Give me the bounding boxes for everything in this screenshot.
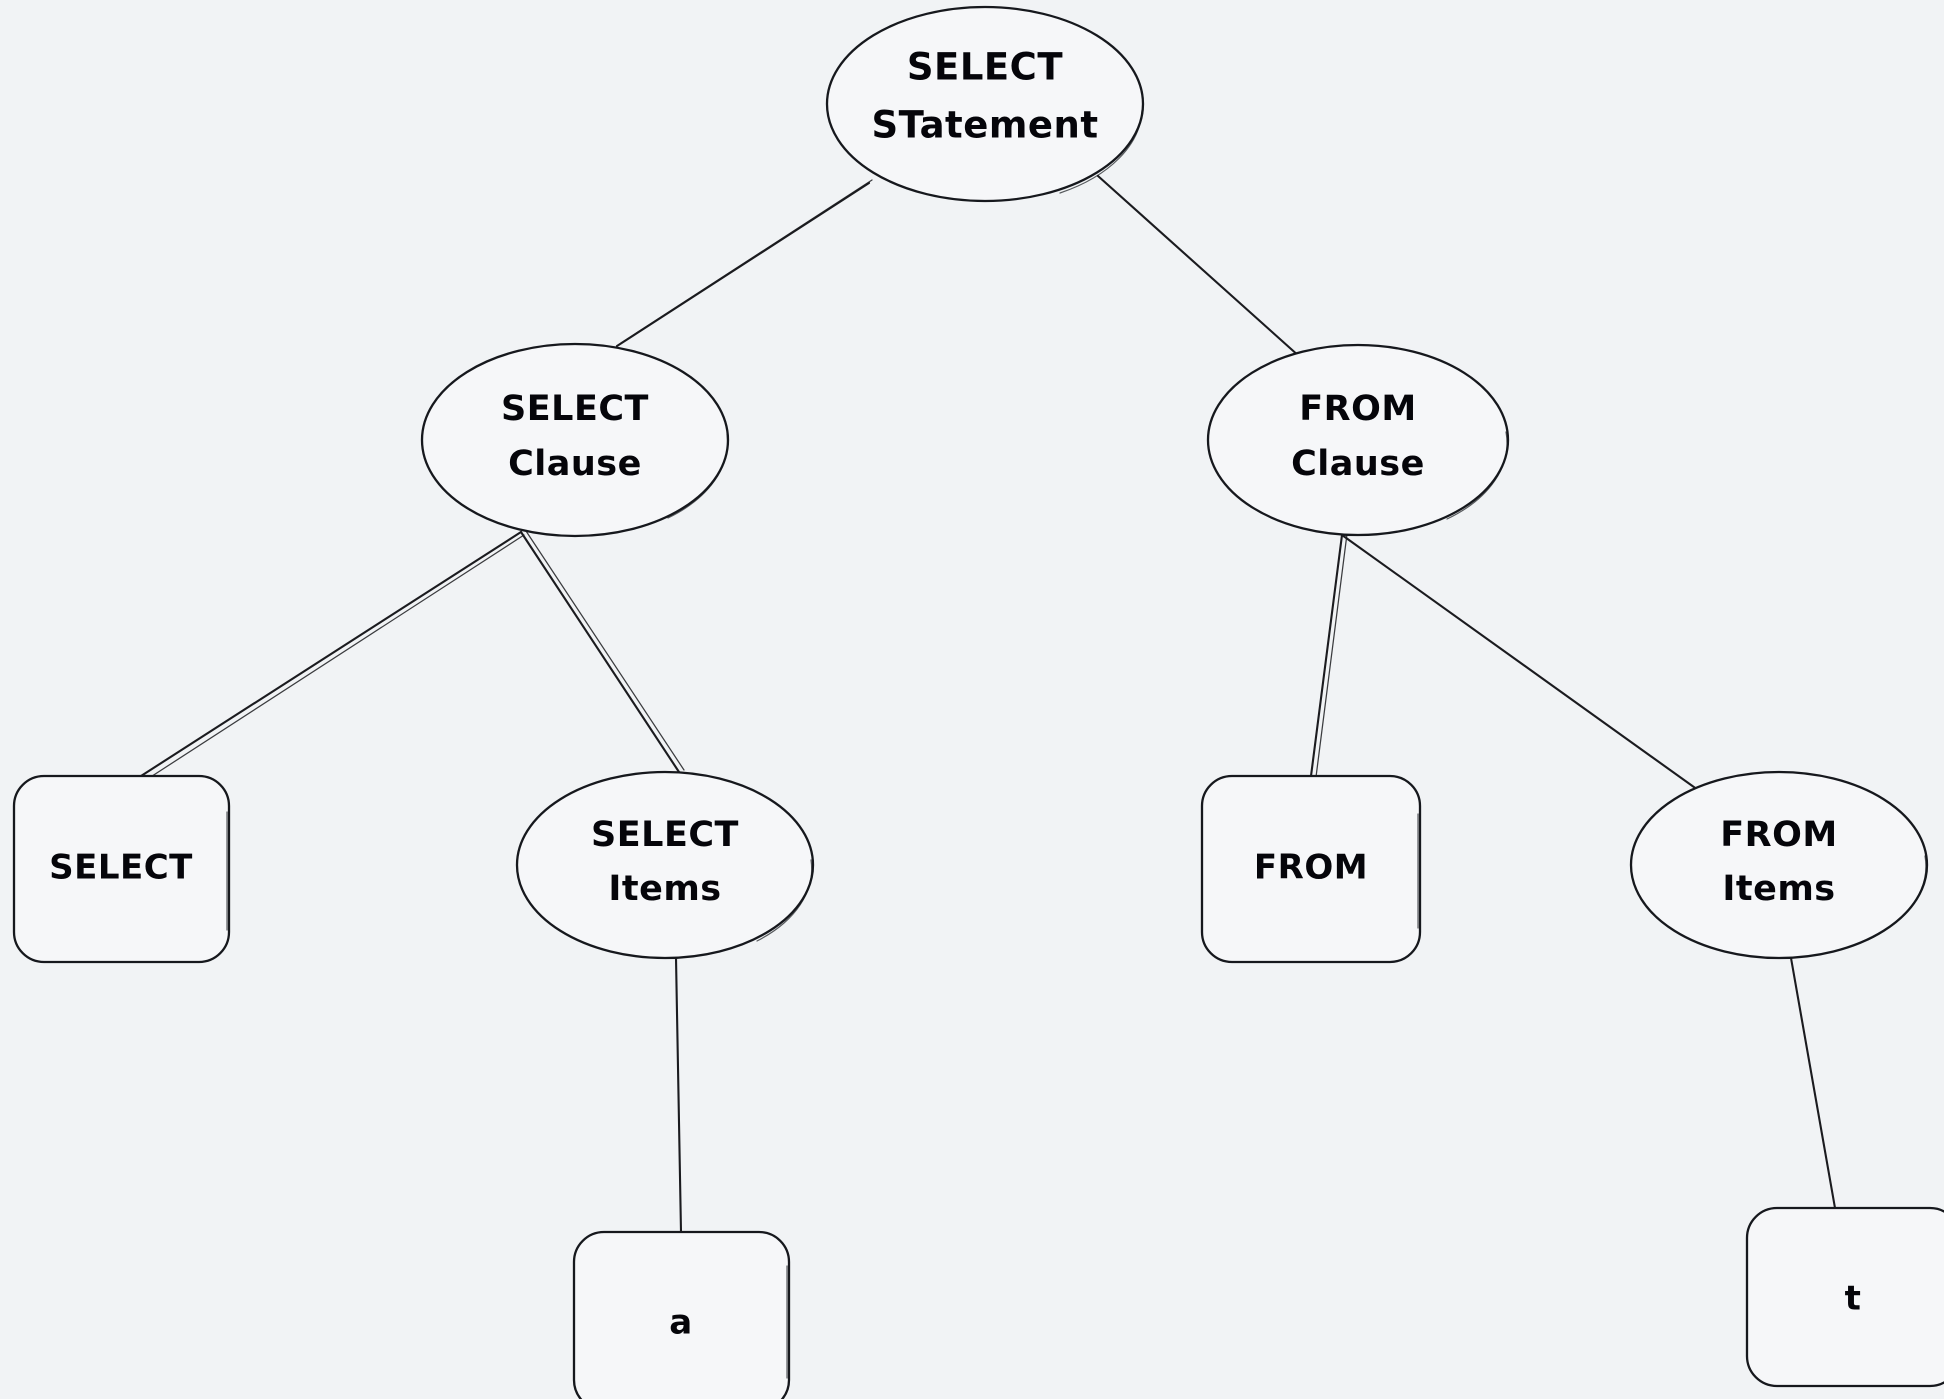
edge-select-statement-to-select-clause: [615, 179, 873, 348]
edge-select-items-to-column-a: [674, 956, 683, 1234]
from-clause-label-line2: Clause: [1291, 444, 1425, 484]
node-from-items[interactable]: FROM Items: [1629, 770, 1929, 960]
table-t-box: [1745, 1206, 1944, 1388]
column-a-box: [572, 1230, 791, 1399]
edge-from-items-to-table-t: [1789, 956, 1837, 1210]
from-items-sketch-stroke: [1867, 855, 1927, 941]
edges-layer: [139, 174, 1837, 1234]
select-statement-label-line1: SELECT: [907, 46, 1063, 89]
select-clause-label-line1: SELECT: [501, 389, 649, 429]
node-from-terminal[interactable]: FROM: [1200, 774, 1422, 964]
from-terminal-box: [1200, 774, 1422, 964]
column-a-label: a: [669, 1303, 692, 1343]
select-clause-sketch-stroke: [667, 433, 729, 519]
edge-select-clause-to-select-terminal: [139, 530, 525, 781]
from-clause-sketch-stroke: [1446, 431, 1508, 520]
select-clause-label-line2: Clause: [508, 444, 642, 484]
node-from-clause[interactable]: FROM Clause: [1206, 343, 1510, 537]
select-items-label-line1: SELECT: [591, 815, 739, 855]
node-select-statement[interactable]: SELECT STatement: [825, 5, 1145, 203]
select-items-label-line2: Items: [608, 869, 721, 909]
table-t-label: t: [1845, 1279, 1862, 1319]
edge-select-statement-to-from-clause: [1096, 174, 1302, 359]
node-select-items[interactable]: SELECT Items: [515, 770, 815, 960]
select-statement-label-line2: STatement: [871, 104, 1098, 147]
from-clause-ellipse: [1206, 343, 1510, 537]
select-terminal-box: [12, 774, 231, 964]
from-items-ellipse: [1629, 770, 1929, 960]
node-select-clause[interactable]: SELECT Clause: [420, 342, 730, 538]
from-clause-label-line1: FROM: [1299, 389, 1416, 429]
node-column-a[interactable]: a: [572, 1230, 791, 1399]
edge-select-clause-to-select-items: [519, 530, 685, 774]
edge-from-clause-to-from-terminal: [1309, 533, 1348, 778]
select-statement-sketch-stroke: [1059, 109, 1143, 194]
edge-from-clause-to-from-items: [1340, 533, 1714, 802]
select-statement-ellipse: [825, 5, 1145, 203]
select-terminal-label: SELECT: [49, 848, 193, 888]
node-table-t[interactable]: t: [1745, 1206, 1944, 1388]
select-clause-ellipse: [420, 342, 730, 538]
select-items-ellipse: [515, 770, 815, 960]
node-select-terminal[interactable]: SELECT: [12, 774, 231, 964]
from-items-label-line2: Items: [1722, 869, 1835, 909]
from-items-label-line1: FROM: [1720, 815, 1837, 855]
select-items-sketch-stroke: [756, 859, 813, 942]
from-terminal-label: FROM: [1254, 848, 1368, 888]
